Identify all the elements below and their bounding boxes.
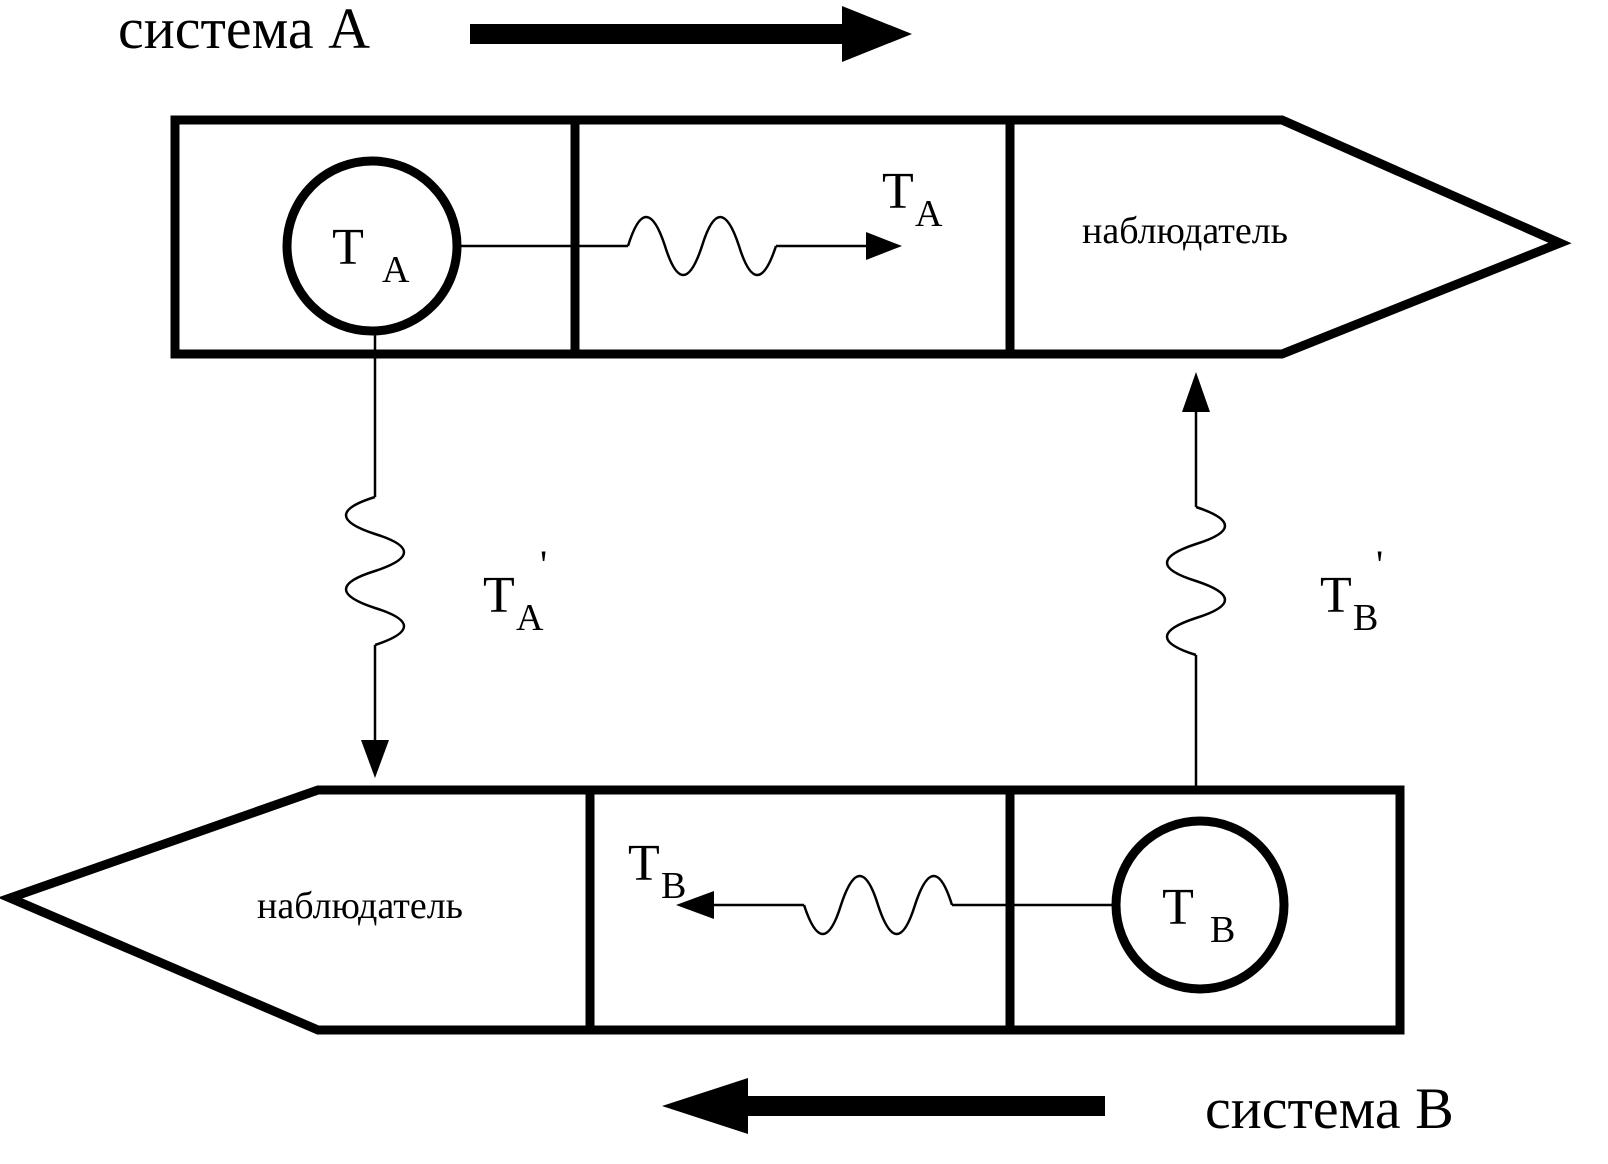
cross-signal-b-label-base: T <box>1320 567 1352 624</box>
system-a-motion-arrow-head <box>842 6 912 62</box>
system-b-signal-label-base: T <box>628 835 660 892</box>
cross-signal-b-label-sub: B <box>1353 597 1378 639</box>
system-b-motion-arrow <box>662 1078 1105 1134</box>
system-b-signal-compartment <box>585 785 1015 1035</box>
cross-signal-a-arrowhead <box>361 740 389 778</box>
cross-signal-b-to-a <box>1165 372 1227 820</box>
system-a-signal-arrowhead <box>866 232 902 260</box>
system-b-signal-wave <box>802 874 954 936</box>
system-b-signal-label-sub: B <box>661 865 686 907</box>
system-b-observer-label: наблюдатель <box>257 885 463 927</box>
cross-signal-a-to-b <box>344 331 406 778</box>
system-a-signal-label-base: T <box>882 163 914 220</box>
system-a-signal-label-sub: A <box>915 193 943 235</box>
system-a-observer-nose <box>1005 115 1572 359</box>
system-a-observer-label: наблюдатель <box>1082 210 1288 252</box>
system-b-clock-label-sub: B <box>1210 909 1235 951</box>
system-b-signal-arrowhead <box>676 891 714 919</box>
system-b-title: система B <box>1205 1076 1454 1141</box>
cross-signal-a-wave <box>344 495 406 647</box>
system-a-title: система A <box>118 0 370 61</box>
cross-signal-b-label-prime: ' <box>1376 542 1383 587</box>
system-a-internal-signal <box>457 215 902 277</box>
system-b-clock-compartment <box>1005 785 1405 1035</box>
cross-signal-a-label-base: T <box>483 567 515 624</box>
system-b-clock-label-base: T <box>1162 879 1194 936</box>
system-a-motion-arrow <box>470 6 912 62</box>
cross-signal-b-arrowhead <box>1182 372 1210 412</box>
cross-signal-b-wave <box>1165 505 1227 657</box>
system-a-signal-wave <box>626 215 778 277</box>
system-b-internal-signal <box>676 874 1117 936</box>
system-a-clock-label-sub: A <box>382 249 410 291</box>
system-a-clock-label-base: T <box>332 219 364 276</box>
system-b-motion-arrow-head <box>662 1078 748 1134</box>
cross-signal-a-label-prime: ' <box>540 542 547 587</box>
system-a-clock-compartment <box>170 115 580 359</box>
cross-signal-a-label-sub: A <box>516 597 544 639</box>
system-a-signal-compartment <box>570 115 1015 359</box>
